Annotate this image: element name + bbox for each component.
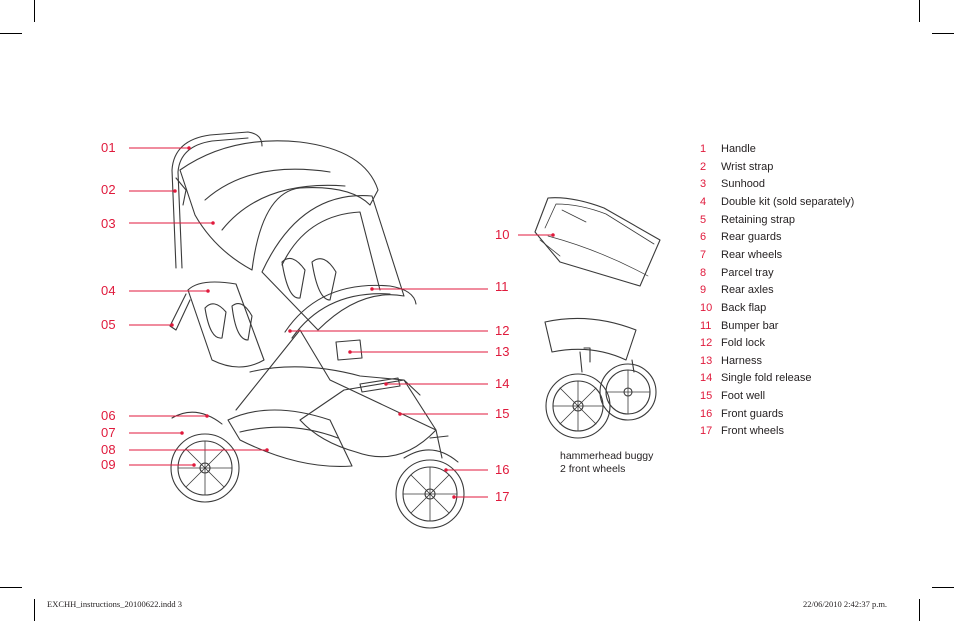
legend-number: 12 bbox=[700, 337, 713, 350]
harness-pads bbox=[281, 257, 337, 301]
front-fork bbox=[429, 429, 449, 459]
legend-number: 8 bbox=[700, 266, 707, 279]
legend-label: Retaining strap bbox=[721, 213, 795, 226]
callout-number: 07 bbox=[101, 425, 116, 440]
crop-mark-top-right-v bbox=[919, 0, 920, 22]
legend-label: Back flap bbox=[721, 301, 767, 314]
seat-back bbox=[261, 195, 405, 331]
callout-number: 01 bbox=[101, 140, 116, 155]
callout-number: 08 bbox=[101, 442, 116, 457]
legend-number: 15 bbox=[700, 390, 713, 403]
legend-label: Harness bbox=[721, 354, 762, 367]
seat-bottom bbox=[249, 366, 421, 396]
legend-number: 11 bbox=[700, 319, 712, 332]
fold-release bbox=[359, 377, 401, 393]
legend-label: Fold lock bbox=[721, 337, 766, 350]
retaining-strap bbox=[169, 293, 191, 331]
footer-filename: EXCHH_instructions_20100622.indd 3 bbox=[47, 599, 183, 609]
crop-mark-bottom-right-v bbox=[919, 599, 920, 621]
caption-line-1: hammerhead buggy bbox=[560, 450, 654, 462]
legend-number: 17 bbox=[700, 425, 713, 438]
bumper-bar-inner bbox=[291, 293, 391, 339]
crop-mark-top-left-v bbox=[34, 0, 35, 22]
legend-label: Wrist strap bbox=[721, 160, 774, 173]
hammerhead-wheel-right bbox=[599, 363, 657, 421]
callout-number: 17 bbox=[495, 489, 510, 504]
front-guard bbox=[403, 449, 459, 463]
legend-number: 13 bbox=[700, 354, 713, 367]
back-flap bbox=[534, 197, 661, 287]
legend-number: 5 bbox=[700, 213, 707, 226]
legend-label: Sunhood bbox=[721, 178, 766, 191]
seat-inner bbox=[281, 211, 381, 291]
legend-number: 1 bbox=[700, 143, 707, 155]
legend-label: Single fold release bbox=[721, 372, 812, 385]
callout-number: 06 bbox=[101, 408, 116, 423]
callout-number: 03 bbox=[101, 216, 116, 231]
crop-mark-bottom-left-h bbox=[0, 587, 22, 588]
legend-number: 2 bbox=[700, 160, 707, 173]
rear-wheel bbox=[170, 433, 240, 503]
crop-mark-bottom-left-v bbox=[34, 599, 35, 621]
double-kit-pads bbox=[204, 303, 253, 341]
frame bbox=[235, 329, 437, 431]
legend-label: Rear axles bbox=[721, 284, 774, 297]
crop-mark-top-right-h bbox=[932, 33, 954, 34]
legend-number: 14 bbox=[700, 372, 713, 385]
rear-guard bbox=[171, 411, 223, 425]
callout-number: 16 bbox=[495, 462, 510, 477]
callout-number: 12 bbox=[495, 323, 510, 338]
legend-label: Double kit (sold separately) bbox=[721, 195, 855, 208]
front-wheel bbox=[395, 459, 465, 529]
bumper-bar bbox=[284, 284, 417, 333]
harness-buckle bbox=[335, 339, 363, 361]
callout-number: 13 bbox=[495, 344, 510, 359]
parcel-tray bbox=[227, 409, 353, 467]
sunhood bbox=[179, 140, 379, 271]
legend-label: Front wheels bbox=[721, 425, 784, 438]
handle bbox=[171, 131, 263, 269]
legend-label: Front guards bbox=[721, 407, 784, 420]
legend-label: Foot well bbox=[721, 390, 766, 403]
callout-number: 14 bbox=[495, 376, 510, 391]
legend-label: Bumper bar bbox=[721, 319, 779, 332]
callout-number: 09 bbox=[101, 457, 116, 472]
crop-mark-top-left-h bbox=[0, 33, 22, 34]
legend-number: 9 bbox=[700, 284, 707, 297]
callout-number: 05 bbox=[101, 317, 116, 332]
hammerhead-wheel-left bbox=[545, 373, 611, 439]
callout-number: 10 bbox=[495, 227, 510, 242]
callout-number: 02 bbox=[101, 182, 116, 197]
legend-number: 4 bbox=[700, 195, 707, 208]
wrist-strap bbox=[175, 177, 187, 206]
hammerhead-caption: hammerhead buggy 2 front wheels bbox=[560, 450, 653, 476]
footer-timestamp: 22/06/2010 2:42:37 p.m. bbox=[803, 599, 888, 609]
parcel-tray-lines bbox=[239, 426, 339, 439]
callout-number: 04 bbox=[101, 283, 116, 298]
legend-label: Parcel tray bbox=[721, 266, 774, 279]
legend-number: 10 bbox=[700, 301, 713, 314]
sunhood-ribs bbox=[204, 168, 346, 231]
legend-number: 3 bbox=[700, 178, 707, 191]
legend-label: Rear wheels bbox=[721, 248, 783, 261]
legend-number: 16 bbox=[700, 407, 713, 420]
handle-inner bbox=[177, 137, 249, 269]
legend-number: 6 bbox=[700, 231, 707, 244]
legend-label: Handle bbox=[721, 143, 756, 155]
legend-number: 7 bbox=[700, 248, 707, 261]
legend-label: Rear guards bbox=[721, 231, 782, 244]
hammerhead-tray bbox=[544, 317, 637, 361]
callout-number: 15 bbox=[495, 406, 510, 421]
double-kit bbox=[187, 281, 265, 368]
crop-mark-bottom-right-h bbox=[932, 587, 954, 588]
caption-line-2: 2 front wheels bbox=[560, 463, 626, 475]
callout-number: 11 bbox=[495, 279, 509, 294]
